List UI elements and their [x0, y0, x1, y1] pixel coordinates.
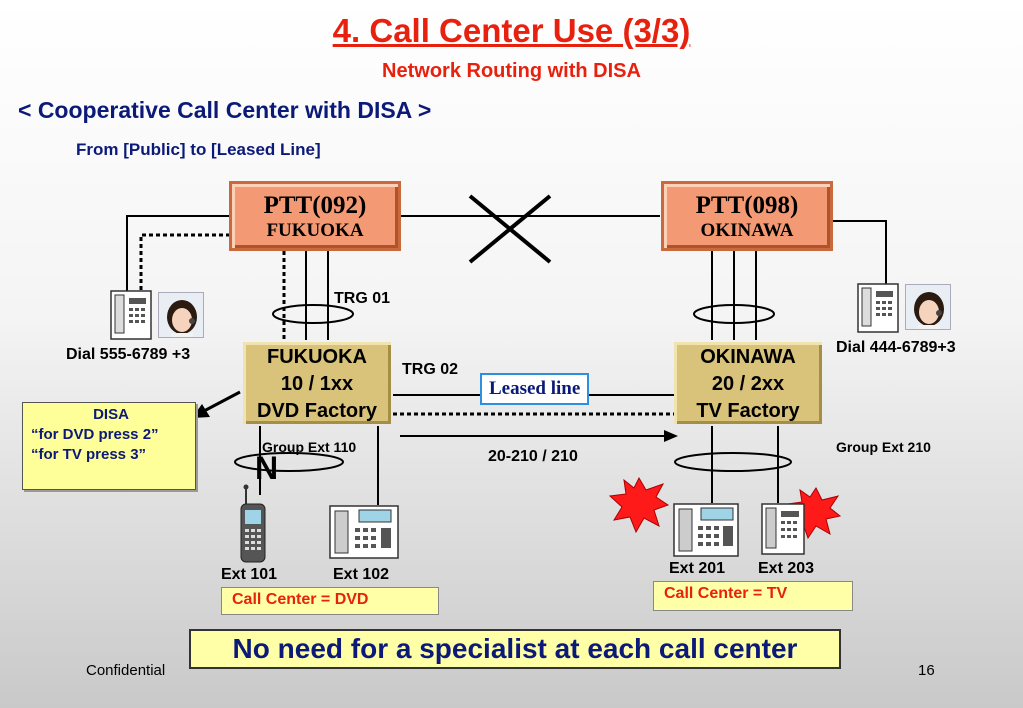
operator-headset-icon: [159, 293, 203, 337]
key-message-banner: No need for a specialist at each call ce…: [189, 629, 841, 669]
group-ext-right-label: Group Ext 210: [836, 439, 931, 455]
desk-phone-icon: [673, 503, 739, 557]
ptt-fukuoka-city: FUKUOKA: [266, 220, 364, 241]
dial-right-label: Dial 444-6789+3: [836, 339, 956, 356]
desk-phone-icon: [761, 503, 805, 555]
ptt-okinawa-city: OKINAWA: [700, 220, 794, 241]
page-subtitle: Network Routing with DISA: [382, 60, 641, 82]
operator-headset-icon: [906, 285, 950, 329]
trg01-label: TRG 01: [334, 290, 391, 307]
desk-phone-icon: [329, 505, 399, 559]
factory-okinawa-name: OKINAWA: [700, 346, 796, 368]
factory-okinawa-range: 20 / 2xx: [711, 373, 785, 395]
section-subheading: From [Public] to [Leased Line]: [76, 140, 321, 159]
factory-fukuoka-box: FUKUOKA 10 / 1xx DVD Factory: [243, 342, 391, 424]
n-label: N: [255, 450, 279, 486]
call-center-dvd-label: Call Center = DVD: [221, 587, 439, 615]
mobile-phone-icon: [240, 484, 266, 563]
ptt-fukuoka-box: PTT(092) FUKUOKA: [229, 181, 401, 251]
alert-burst-icon: [786, 487, 842, 540]
trg02-label: TRG 02: [402, 361, 459, 378]
disa-option-tv: “for TV press 3”: [31, 446, 147, 463]
route-label: 20-210 / 210: [488, 448, 578, 465]
group-ext-left-label: Group Ext 110: [262, 439, 357, 455]
section-heading: < Cooperative Call Center with DISA >: [18, 97, 432, 123]
factory-fukuoka-name: FUKUOKA: [267, 346, 367, 368]
disa-note: DISA “for DVD press 2” “for TV press 3”: [22, 402, 196, 490]
leased-line-label: Leased line: [480, 373, 590, 405]
factory-fukuoka-range: 10 / 1xx: [280, 373, 354, 395]
confidential-footer: Confidential: [86, 662, 166, 679]
page-number: 16: [918, 662, 935, 679]
call-center-tv-label: Call Center = TV: [653, 581, 853, 611]
ptt-okinawa-code: PTT(098): [695, 192, 799, 219]
ext-101-label: Ext 101: [221, 566, 278, 583]
disa-option-dvd: “for DVD press 2”: [31, 426, 159, 443]
alert-burst-icon: [608, 476, 670, 534]
ext-203-label: Ext 203: [758, 560, 815, 577]
ptt-okinawa-box: PTT(098) OKINAWA: [661, 181, 833, 251]
desk-phone-icon: [110, 290, 152, 340]
ext-201-label: Ext 201: [669, 560, 726, 577]
factory-fukuoka-type: DVD Factory: [256, 400, 378, 422]
factory-okinawa-box: OKINAWA 20 / 2xx TV Factory: [674, 342, 822, 424]
operator-avatar: [905, 284, 951, 330]
page-title: 4. Call Center Use (3/3): [332, 12, 691, 49]
ptt-fukuoka-code: PTT(092): [263, 192, 367, 219]
ext-102-label: Ext 102: [333, 566, 390, 583]
operator-avatar: [158, 292, 204, 338]
disa-title: DISA: [93, 406, 129, 423]
factory-okinawa-type: TV Factory: [696, 400, 800, 422]
dial-left-label: Dial 555-6789 +3: [66, 346, 191, 363]
desk-phone-icon: [857, 283, 899, 333]
